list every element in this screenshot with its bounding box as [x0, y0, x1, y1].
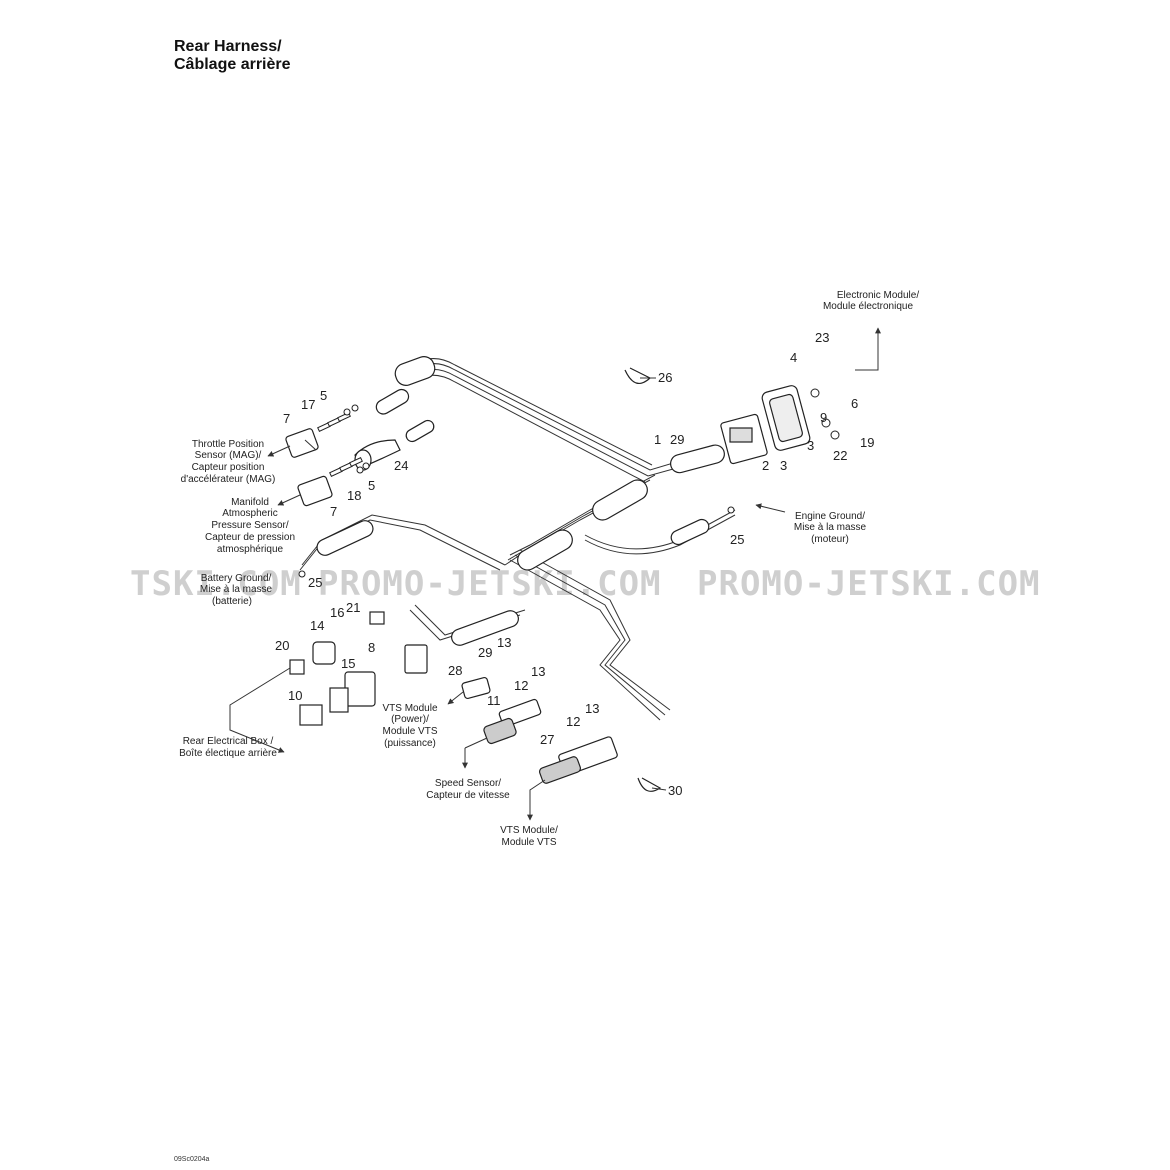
label-line: Capteur de pression: [205, 532, 295, 543]
callout-16: 16: [330, 605, 344, 620]
callout-22: 22: [833, 448, 847, 463]
label-line: (batterie): [212, 596, 252, 607]
callout-3: 3: [807, 438, 814, 453]
label-line: Mise à la masse: [794, 522, 867, 533]
callout-23: 23: [815, 330, 829, 345]
electronic-module-connector: [720, 385, 811, 465]
label-line: VTS Module: [382, 703, 437, 714]
watermark-text-1: TSKI.COM: [130, 564, 302, 604]
callout-20: 20: [275, 638, 289, 653]
label-line: (Power)/: [391, 714, 429, 725]
callout-25: 25: [730, 532, 744, 547]
callout-27: 27: [540, 732, 554, 747]
main-harness-bundle: [299, 358, 736, 721]
label-line: Module électronique: [823, 301, 913, 312]
callout-6: 6: [851, 396, 858, 411]
label-line: Battery Ground/: [201, 573, 272, 584]
watermark-text-2: PROMO-JETSKI.COM: [318, 564, 662, 604]
label-line: Boîte électique arrière: [179, 748, 277, 759]
callout-29: 29: [478, 645, 492, 660]
label-throttle-sensor: Throttle Position Sensor (MAG)/ Capteur …: [181, 439, 276, 485]
label-battery-ground: Battery Ground/ Mise à la masse (batteri…: [200, 573, 273, 607]
callout-numbers: 1 29 2 3 3 4 5 5 6 7 7 8 9 10 11 12 12 1…: [275, 330, 874, 798]
callout-12: 12: [566, 714, 580, 729]
callout-9: 9: [820, 410, 827, 425]
leader-lines: [229, 327, 881, 821]
watermark: TSKI.COM PROMO-JETSKI.COM PROMO-JETSKI.C…: [130, 564, 1041, 604]
title-english: Rear Harness/: [174, 38, 282, 55]
callout-13: 13: [585, 701, 599, 716]
harness-sleeves: [316, 356, 725, 646]
callout-19: 19: [860, 435, 874, 450]
callout-10: 10: [288, 688, 302, 703]
rear-box-parts: [289, 611, 428, 726]
vts-connectors: [461, 676, 618, 784]
callout-12: 12: [514, 678, 528, 693]
callout-7: 7: [330, 504, 337, 519]
label-line: Rear Electrical Box /: [183, 736, 274, 747]
label-line: (moteur): [811, 534, 849, 545]
callout-13: 13: [531, 664, 545, 679]
ground-eyelets: [298, 388, 840, 578]
label-line: Atmospheric: [222, 508, 278, 519]
label-line: Capteur de vitesse: [426, 790, 510, 801]
label-line: Speed Sensor/: [435, 778, 501, 789]
callout-14: 14: [310, 618, 324, 633]
label-engine-ground: Engine Ground/ Mise à la masse (moteur): [794, 511, 867, 545]
watermark-text-3: PROMO-JETSKI.COM: [697, 564, 1041, 604]
callout-17: 17: [301, 397, 315, 412]
label-electronic-module: Electronic Module/ Module électronique: [823, 290, 919, 312]
label-line: (puissance): [384, 738, 436, 749]
callout-7: 7: [283, 411, 290, 426]
label-line: Module VTS: [501, 837, 556, 848]
label-line: Manifold: [231, 497, 269, 508]
callout-2: 2: [762, 458, 769, 473]
callout-29: 29: [670, 432, 684, 447]
label-line: Capteur position: [192, 462, 265, 473]
label-line: Electronic Module/: [837, 290, 919, 301]
label-line: d'accélérateur (MAG): [181, 474, 276, 485]
label-manifold-sensor: Manifold Atmospheric Pressure Sensor/ Ca…: [205, 497, 295, 555]
label-line: VTS Module/: [500, 825, 558, 836]
callout-21: 21: [346, 600, 360, 615]
callout-28: 28: [448, 663, 462, 678]
page-title: Rear Harness/ Câblage arrière: [174, 38, 291, 74]
label-rear-electrical-box: Rear Electrical Box / Boîte électique ar…: [179, 736, 277, 759]
label-line: atmosphérique: [217, 544, 284, 555]
callout-25: 25: [308, 575, 322, 590]
callout-1: 1: [654, 432, 661, 447]
callout-3: 3: [780, 458, 787, 473]
label-line: Throttle Position: [192, 439, 264, 450]
callout-30: 30: [668, 783, 682, 798]
callout-11: 11: [487, 693, 501, 708]
drawing-code: 09Sc0204a: [174, 1156, 210, 1163]
label-line: Engine Ground/: [795, 511, 865, 522]
label-vts-module: VTS Module/ Module VTS: [500, 825, 558, 848]
callout-4: 4: [790, 350, 797, 365]
callout-5: 5: [320, 388, 327, 403]
callout-26: 26: [658, 370, 672, 385]
throttle-sensor-connector: [285, 428, 401, 507]
title-french: Câblage arrière: [174, 56, 291, 73]
terminals-small: [317, 404, 370, 478]
callout-24: 24: [394, 458, 408, 473]
callout-5: 5: [368, 478, 375, 493]
label-speed-sensor: Speed Sensor/ Capteur de vitesse: [426, 778, 510, 801]
callout-18: 18: [347, 488, 361, 503]
callout-13: 13: [497, 635, 511, 650]
label-line: Sensor (MAG)/: [195, 450, 262, 461]
label-line: Mise à la masse: [200, 584, 273, 595]
label-vts-module-power: VTS Module (Power)/ Module VTS (puissanc…: [382, 703, 437, 749]
label-line: Pressure Sensor/: [211, 520, 288, 531]
callout-8: 8: [368, 640, 375, 655]
label-line: Module VTS: [382, 726, 437, 737]
callout-15: 15: [341, 656, 355, 671]
